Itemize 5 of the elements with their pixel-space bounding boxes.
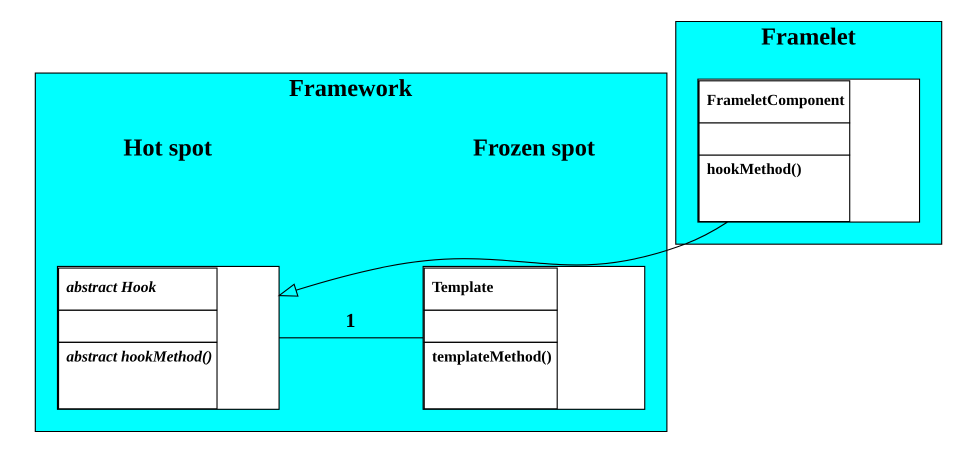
edge-label: 1 [346, 310, 356, 332]
arrow [278, 222, 728, 297]
connector [279, 337, 423, 338]
label: Frozen spot [472, 134, 596, 162]
label: Hot spot [123, 134, 212, 162]
